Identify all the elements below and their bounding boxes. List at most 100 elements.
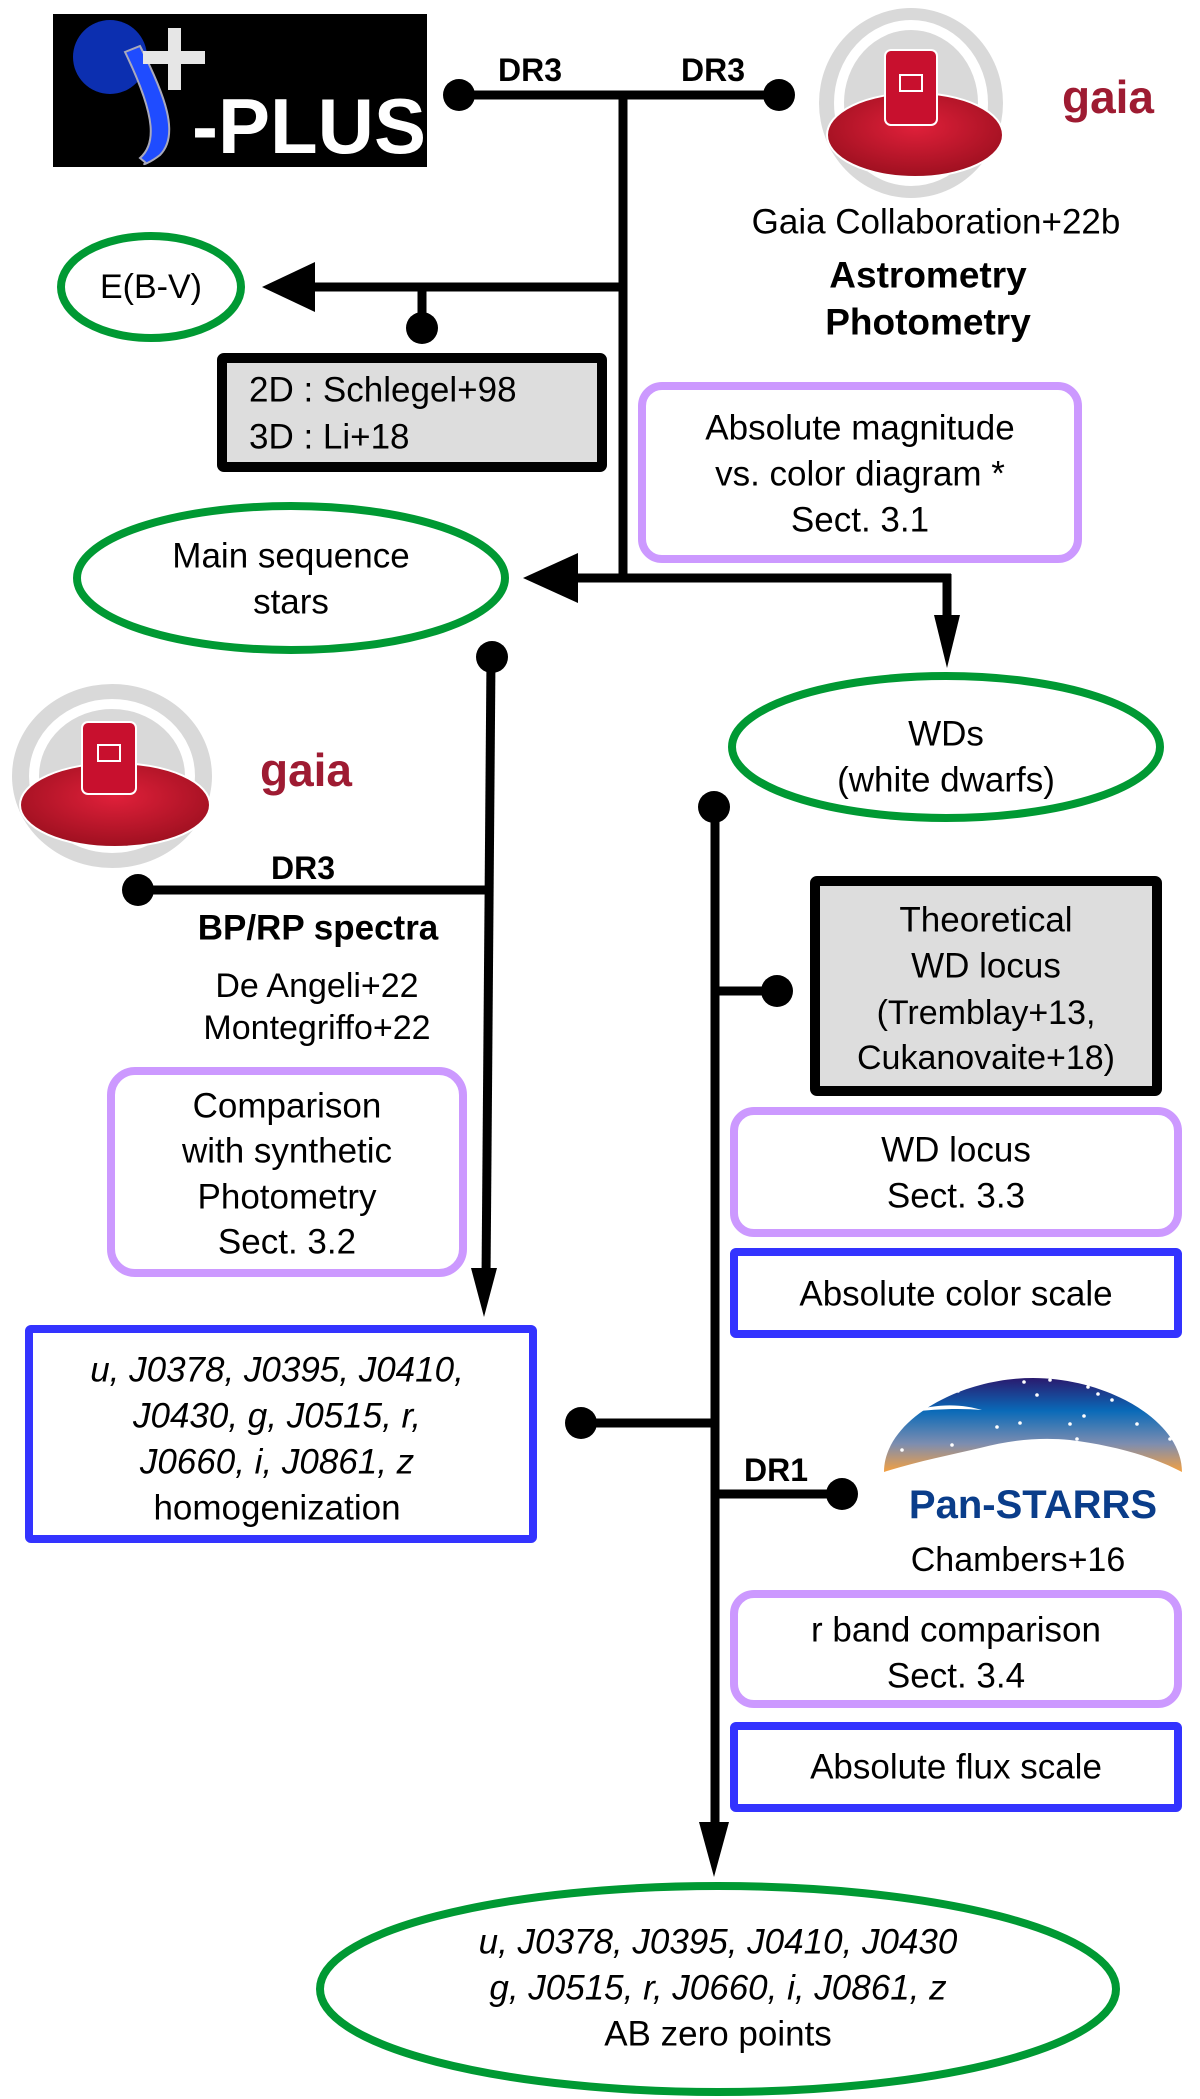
gaia-left-reference-1: De Angeli+22 xyxy=(215,967,418,1005)
node-abs-color-scale: Absolute color scale xyxy=(730,1248,1182,1338)
arrowhead-homogenization xyxy=(471,1268,497,1317)
main-sequence-ellipse xyxy=(73,502,509,654)
panstarrs-stars-icon xyxy=(900,1378,1172,1452)
wd-locus-line-2: Sect. 3.3 xyxy=(887,1177,1025,1216)
connector-dot-splus xyxy=(443,79,475,111)
theoretical-wd-box xyxy=(810,876,1162,1096)
synthetic-comparison-line-3: Photometry xyxy=(198,1178,377,1217)
splus-dr-label: DR3 xyxy=(498,52,562,88)
arrowhead-wd xyxy=(934,615,960,668)
splus-logo: -PLUS xyxy=(53,14,427,170)
node-wds: WDs (white dwarfs) xyxy=(728,672,1164,822)
panstarrs-logo-text: Pan-STARRS xyxy=(909,1483,1157,1527)
connectors xyxy=(122,79,960,1877)
synthetic-comparison-line-4: Sect. 3.2 xyxy=(218,1223,356,1262)
connector-dot-homogenization xyxy=(565,1407,597,1439)
connector-dot-theoretical xyxy=(761,975,793,1007)
main-sequence-line-2: stars xyxy=(253,583,329,622)
abs-flux-scale-box xyxy=(730,1722,1182,1812)
node-theoretical-wd-locus: Theoretical WD locus (Tremblay+13, Cukan… xyxy=(810,876,1162,1096)
homogenization-box xyxy=(25,1325,537,1543)
connector-dot-dustmap xyxy=(406,312,438,344)
node-r-band-comparison: r band comparison Sect. 3.4 xyxy=(730,1590,1182,1708)
synthetic-comparison-box xyxy=(107,1067,467,1277)
ebv-ellipse xyxy=(57,232,245,342)
homogenization-line-1: u, J0378, J0395, J0410, xyxy=(90,1351,464,1390)
theoretical-wd-line-1: Theoretical xyxy=(899,901,1072,940)
gaia-spacecraft-icon xyxy=(81,721,137,795)
synthetic-comparison-line-2: with synthetic xyxy=(181,1132,392,1171)
main-sequence-line-1: Main sequence xyxy=(172,537,409,576)
node-ab-zero-points: u, J0378, J0395, J0410, J0430 g, J0515, … xyxy=(316,1882,1120,2096)
gaia-top-reference: Gaia Collaboration+22b xyxy=(752,203,1121,242)
connector-dot-ms xyxy=(476,641,508,673)
arrowhead-ms xyxy=(523,553,578,603)
ab-zero-points-ellipse xyxy=(316,1882,1120,2096)
dustmaps-box xyxy=(217,353,607,472)
node-abs-flux-scale: Absolute flux scale xyxy=(730,1722,1182,1812)
r-band-line-1: r band comparison xyxy=(811,1611,1101,1650)
gaia-top-product-astrometry: Astrometry xyxy=(829,255,1027,296)
gaia-logo-top: gaia xyxy=(819,8,1154,198)
node-ebv: E(B-V) xyxy=(57,232,245,342)
abs-mag-line-2: vs. color diagram * xyxy=(715,455,1005,494)
wd-locus-line-1: WD locus xyxy=(881,1131,1031,1170)
gaia-logo-left: gaia xyxy=(12,684,352,868)
gaia-globe-ring xyxy=(29,699,195,853)
homogenization-line-3: J0660, i, J0861, z xyxy=(139,1443,415,1482)
gaia-spacecraft-window xyxy=(899,74,923,92)
gaia-globe-ring xyxy=(834,20,988,186)
gaia-top-dr-label: DR3 xyxy=(681,52,745,88)
panstarrs-sky-icon xyxy=(884,1378,1182,1472)
splus-logo-text: -PLUS xyxy=(192,82,426,170)
abs-color-scale-label: Absolute color scale xyxy=(799,1275,1112,1314)
wd-locus-box xyxy=(730,1107,1182,1237)
panstarrs-reference: Chambers+16 xyxy=(911,1541,1126,1579)
ab-zero-points-line-1: u, J0378, J0395, J0410, J0430 xyxy=(479,1923,958,1962)
wds-line-2: (white dwarfs) xyxy=(837,761,1055,800)
theoretical-wd-line-4: Cukanovaite+18) xyxy=(857,1039,1115,1077)
panstarrs-logo: Pan-STARRS xyxy=(884,1378,1182,1527)
panstarrs-comet-icon xyxy=(910,1405,982,1412)
connector-dot-gaia-bprp xyxy=(122,874,154,906)
node-main-sequence: Main sequence stars xyxy=(73,502,509,654)
abs-flux-scale-label: Absolute flux scale xyxy=(810,1748,1102,1787)
gaia-left-dr-label: DR3 xyxy=(271,850,335,886)
r-band-line-2: Sect. 3.4 xyxy=(887,1657,1025,1696)
ab-zero-points-line-2: g, J0515, r, J0660, i, J0861, z xyxy=(489,1969,947,2008)
gaia-logo-text: gaia xyxy=(1062,71,1154,123)
abs-mag-line-1: Absolute magnitude xyxy=(705,409,1014,448)
ebv-label: E(B-V) xyxy=(100,268,202,306)
homogenization-line-2: J0430, g, J0515, r, xyxy=(132,1397,421,1436)
node-wd-locus: WD locus Sect. 3.3 xyxy=(730,1107,1182,1237)
arrowhead-zero-points xyxy=(699,1822,729,1877)
connector-dot-wd xyxy=(698,791,730,823)
gaia-top-product-photometry: Photometry xyxy=(825,302,1031,343)
theoretical-wd-line-2: WD locus xyxy=(911,947,1061,986)
abs-mag-box xyxy=(638,382,1082,563)
connector-left-vertical xyxy=(481,656,496,1281)
gaia-left-product: BP/RP spectra xyxy=(198,909,439,948)
homogenization-line-4: homogenization xyxy=(153,1489,400,1528)
node-abs-mag-diagram: Absolute magnitude vs. color diagram * S… xyxy=(638,382,1082,563)
node-homogenization: u, J0378, J0395, J0410, J0430, g, J0515,… xyxy=(25,1325,537,1543)
dustmaps-line-1: 2D : Schlegel+98 xyxy=(249,371,517,410)
r-band-box xyxy=(730,1590,1182,1708)
ab-zero-points-line-3: AB zero points xyxy=(604,2015,832,2054)
wds-ellipse xyxy=(728,672,1164,822)
connector-dot-gaia xyxy=(763,79,795,111)
abs-mag-line-3: Sect. 3.1 xyxy=(791,501,929,540)
node-dustmaps: 2D : Schlegel+98 3D : Li+18 xyxy=(217,353,607,472)
dustmaps-line-2: 3D : Li+18 xyxy=(249,418,410,457)
abs-color-scale-box xyxy=(730,1248,1182,1338)
connector-dot-panstarrs xyxy=(826,1478,858,1510)
splus-logo-circle-icon xyxy=(73,20,147,94)
gaia-logo-text: gaia xyxy=(260,744,352,796)
panstarrs-dr-label: DR1 xyxy=(744,1452,808,1488)
arrowhead-ebv xyxy=(262,262,315,312)
wds-line-1: WDs xyxy=(908,715,984,754)
theoretical-wd-line-3: (Tremblay+13, xyxy=(877,994,1096,1032)
gaia-left-reference-2: Montegriffo+22 xyxy=(203,1009,430,1047)
splus-logo-plus-icon-v xyxy=(168,28,181,90)
